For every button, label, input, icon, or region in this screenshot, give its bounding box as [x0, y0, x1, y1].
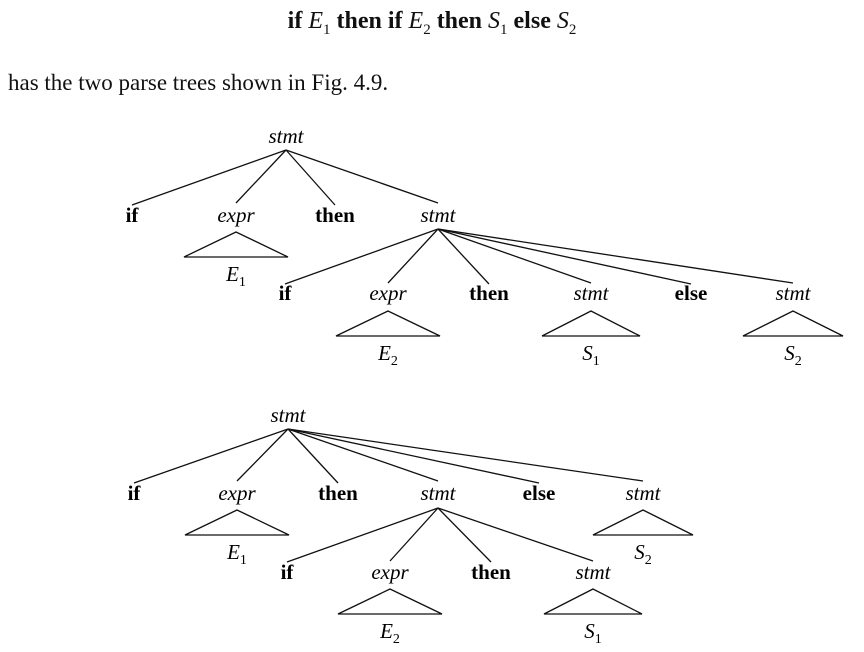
stmt-node: stmt — [268, 124, 304, 148]
keyword-then-node: then — [469, 281, 509, 305]
subtree-triangles — [183, 231, 844, 615]
keyword-then: then — [436, 8, 483, 34]
expr-node: expr — [371, 560, 409, 584]
subtree-label: E1 — [225, 262, 246, 290]
var-subscript: 1 — [500, 21, 508, 38]
subtree-triangle — [335, 310, 441, 337]
var-e: E2 — [408, 8, 431, 38]
subtree-letter: S — [784, 341, 795, 365]
ambiguous-statement-heading: if E1 then if E2 then S1 else S2 — [0, 8, 864, 39]
var-letter: S — [556, 8, 569, 34]
keyword-then-node: then — [315, 203, 355, 227]
tree-edges — [131, 149, 794, 563]
subtree-triangle — [337, 588, 443, 615]
keyword-then-node: then — [318, 481, 358, 505]
tree-edge — [287, 428, 439, 482]
subtree-subscript: 1 — [239, 275, 246, 290]
tree-edge — [287, 428, 339, 484]
keyword-else-node: else — [523, 481, 556, 505]
tree-edge — [389, 507, 439, 562]
subtree-triangle — [184, 509, 290, 536]
expr-node: expr — [369, 281, 407, 305]
keyword-if-node: if — [281, 560, 295, 584]
expr-node: expr — [218, 481, 256, 505]
stmt-node: stmt — [270, 403, 306, 427]
tree-edge — [131, 149, 287, 206]
var-s: S2 — [556, 8, 577, 38]
var-subscript: 2 — [423, 21, 431, 38]
subtree-triangle — [592, 509, 694, 536]
var-subscript: 2 — [568, 21, 577, 38]
tree-edge — [287, 428, 644, 482]
stmt-node: stmt — [625, 481, 661, 505]
var-e: E1 — [308, 8, 330, 38]
tree-edge — [286, 507, 439, 563]
tree-edge — [437, 228, 692, 285]
subtree-label: S2 — [634, 540, 652, 568]
tree-edge — [133, 428, 289, 484]
tree-edge — [236, 428, 289, 482]
var-subscript: 1 — [323, 21, 331, 38]
expr-node: expr — [217, 203, 255, 227]
keyword-else-node: else — [675, 281, 708, 305]
stmt-node: stmt — [775, 281, 811, 305]
subtree-subscript: 2 — [645, 553, 652, 568]
subtree-triangle — [543, 588, 643, 615]
subtree-label: E2 — [379, 619, 400, 647]
subtree-label: E2 — [377, 341, 398, 369]
subtree-subscript: 1 — [240, 553, 247, 568]
subtree-label: S1 — [584, 619, 602, 647]
figure-reference-text: has the two parse trees shown in Fig. 4.… — [8, 70, 389, 95]
keyword-if: if — [387, 8, 403, 34]
tree-edge — [437, 228, 490, 285]
stmt-node: stmt — [575, 560, 611, 584]
tree-edge — [235, 149, 287, 204]
subtree-label: E1 — [226, 540, 247, 568]
keyword-then-node: then — [471, 560, 511, 584]
keyword-else: else — [513, 8, 551, 34]
subtree-letter: E — [225, 262, 239, 286]
tree-edge — [285, 149, 439, 204]
tree-edge — [437, 228, 592, 284]
var-s: S1 — [488, 8, 508, 38]
keyword-if: if — [287, 8, 303, 34]
tree-edge — [437, 507, 492, 563]
stmt-node: stmt — [420, 203, 456, 227]
keyword-if-node: if — [128, 481, 142, 505]
subtree-triangle — [742, 310, 844, 337]
subtree-triangle — [183, 231, 289, 258]
tree-edge — [284, 228, 439, 285]
tree-edge — [285, 149, 336, 206]
subtree-subscript: 2 — [391, 354, 398, 369]
subtree-subscript: 1 — [595, 632, 602, 647]
tree-edge — [437, 507, 594, 562]
keyword-if-node: if — [126, 203, 140, 227]
subtree-label: S2 — [784, 341, 802, 369]
keyword-if-node: if — [279, 281, 293, 305]
subtree-subscript: 1 — [593, 354, 600, 369]
subtree-letter: E — [379, 619, 393, 643]
var-letter: S — [488, 8, 501, 34]
stmt-node: stmt — [573, 281, 609, 305]
subtree-subscript: 2 — [795, 354, 802, 369]
subtree-letter: S — [584, 619, 595, 643]
var-letter: E — [408, 8, 424, 34]
subtree-triangle — [541, 310, 641, 337]
keyword-then: then — [336, 8, 382, 34]
subtree-label: S1 — [582, 341, 600, 369]
subtree-letter: E — [377, 341, 391, 365]
subtree-letter: S — [582, 341, 593, 365]
subtree-subscript: 2 — [393, 632, 400, 647]
subtree-letter: E — [226, 540, 240, 564]
tree-edge — [387, 228, 439, 284]
stmt-node: stmt — [420, 481, 456, 505]
subtree-letter: S — [634, 540, 645, 564]
var-letter: E — [308, 8, 323, 34]
tree-edge — [287, 428, 540, 484]
tree-edge — [437, 228, 794, 284]
